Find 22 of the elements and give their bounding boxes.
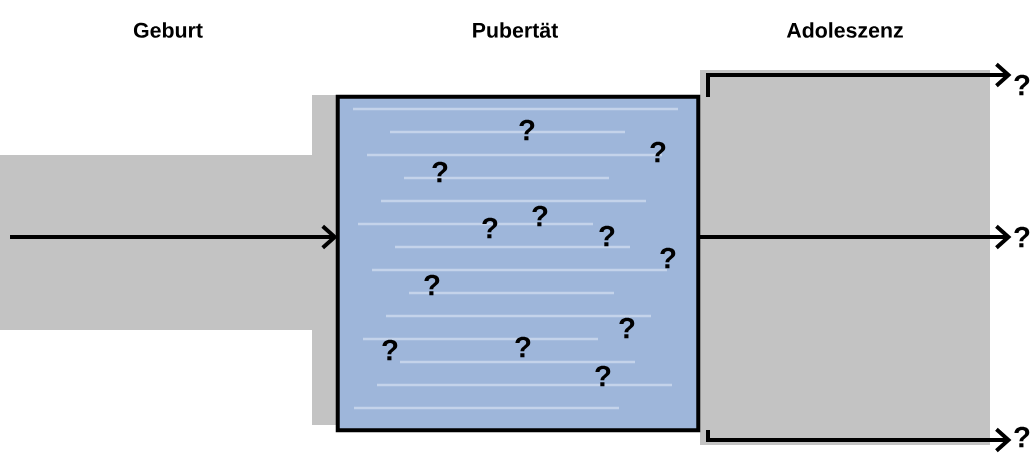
heading: Geburt <box>133 22 203 38</box>
heading: Pubertät <box>473 22 558 38</box>
arrow <box>706 62 1012 97</box>
question-mark: ? <box>1014 226 1030 248</box>
question-mark: ? <box>532 205 548 227</box>
heading: Adoleszenz <box>786 22 903 38</box>
question-mark: ? <box>599 225 615 247</box>
arrow <box>10 224 338 250</box>
question-mark: ? <box>619 317 635 339</box>
question-mark: ? <box>424 274 440 296</box>
question-mark: ? <box>1014 426 1030 448</box>
question-mark: ? <box>660 247 676 269</box>
question-mark: ? <box>650 141 666 163</box>
question-mark: ? <box>519 119 535 141</box>
arrow <box>698 224 1012 250</box>
question-mark: ? <box>382 339 398 361</box>
question-mark: ? <box>515 336 531 358</box>
question-mark: ? <box>595 365 611 387</box>
question-mark: ? <box>482 217 498 239</box>
question-mark: ? <box>1014 74 1030 96</box>
question-mark: ? <box>432 161 448 183</box>
arrow <box>706 427 1012 453</box>
